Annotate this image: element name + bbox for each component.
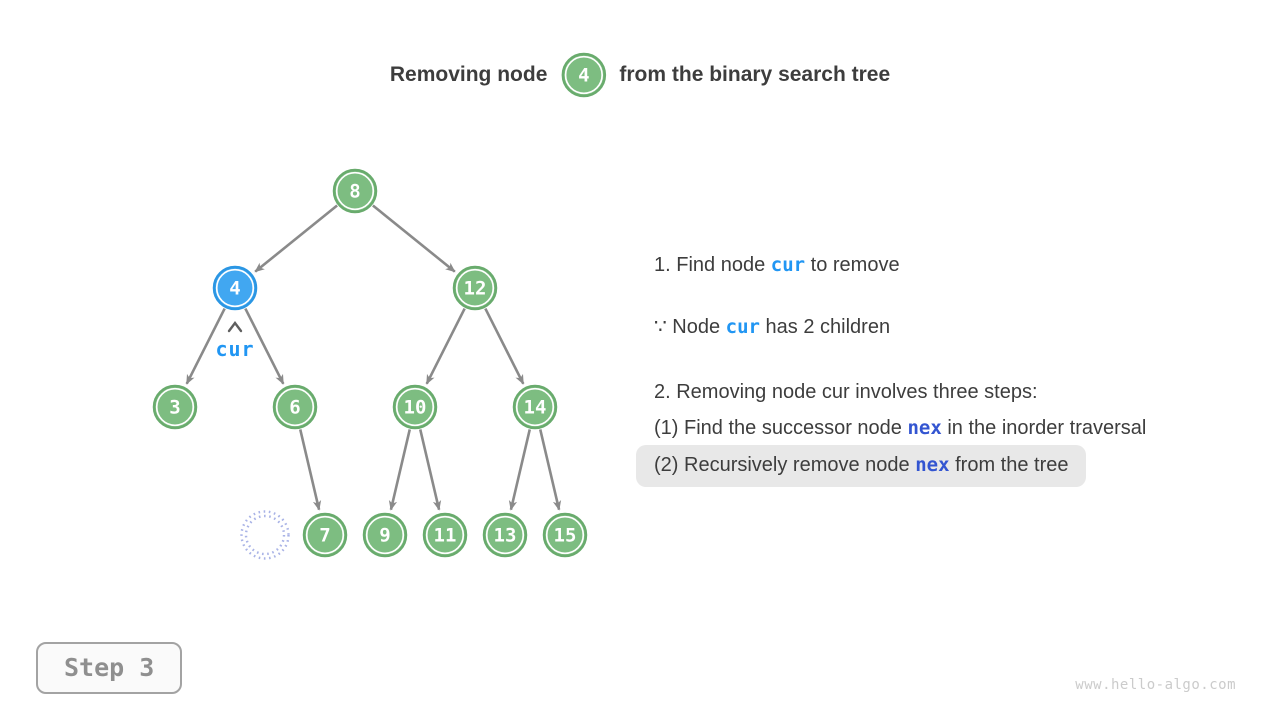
note-text: (2) Recursively remove node xyxy=(654,454,916,476)
cur-code-ref: cur xyxy=(770,254,806,276)
note-text: from the tree xyxy=(949,454,1069,476)
note-two-children: ∵ Node cur has 2 children xyxy=(654,314,890,340)
note-find-cur: 1. Find node cur to remove xyxy=(654,252,900,278)
tree-edge-10-9 xyxy=(388,429,412,511)
title-suffix: from the binary search tree xyxy=(619,63,891,86)
nex-code-ref: nex xyxy=(907,417,942,439)
note-three-steps: 2. Removing node cur involves three step… xyxy=(654,379,1038,405)
svg-text:3: 3 xyxy=(169,397,180,419)
tree-node-12: 12 xyxy=(452,265,498,311)
svg-text:14: 14 xyxy=(524,397,547,419)
svg-text:9: 9 xyxy=(379,525,390,547)
svg-text:6: 6 xyxy=(289,397,300,419)
tree-node-3: 3 xyxy=(152,384,198,430)
tree-edge-14-15 xyxy=(538,429,562,511)
binary-tree-diagram: 8 4 12 3 6 10 14 7 9 11 13 15 cur xyxy=(152,168,588,560)
page-title: Removing node 4 from the binary search t… xyxy=(390,52,890,98)
tree-node-4: 4 xyxy=(212,265,258,311)
ghost-node-placeholder xyxy=(240,510,290,560)
tree-node-9: 9 xyxy=(362,512,408,558)
nex-code-ref: nex xyxy=(915,454,950,476)
tree-node-15: 15 xyxy=(542,512,588,558)
svg-text:8: 8 xyxy=(349,181,360,203)
svg-text:4: 4 xyxy=(578,65,589,87)
title-node-icon: 4 xyxy=(561,52,606,98)
svg-text:10: 10 xyxy=(404,397,427,419)
step-badge: Step 3 xyxy=(36,642,183,694)
note-text: ∵ Node xyxy=(654,316,726,338)
tree-node-7: 7 xyxy=(302,512,348,558)
tree-edge-12-14 xyxy=(484,307,525,385)
svg-text:11: 11 xyxy=(434,525,457,547)
note-text: 1. Find node xyxy=(654,254,771,276)
note-text: to remove xyxy=(805,254,900,276)
tree-node-10: 10 xyxy=(392,384,438,430)
svg-text:13: 13 xyxy=(494,525,517,547)
tree-node-6: 6 xyxy=(272,384,318,430)
tree-edge-14-13 xyxy=(508,429,532,511)
tree-edge-10-11 xyxy=(418,429,442,511)
tree-node-8: 8 xyxy=(332,168,378,214)
ghost-node-placeholder xyxy=(244,514,286,556)
tree-edge-8-12 xyxy=(372,204,456,273)
note-text: 2. Removing node cur involves three step… xyxy=(654,381,1038,403)
tree-edge-6-7 xyxy=(298,429,322,511)
tree-node-11: 11 xyxy=(422,512,468,558)
svg-text:4: 4 xyxy=(229,278,240,300)
tree-edge-12-10 xyxy=(425,307,466,385)
note-text: has 2 children xyxy=(759,316,891,338)
note-step1: (1) Find the successor node nex in the i… xyxy=(654,415,1146,441)
tree-node-4: 4 xyxy=(561,52,606,98)
tree-node-13: 13 xyxy=(482,512,528,558)
svg-text:12: 12 xyxy=(464,278,487,300)
cur-code-ref: cur xyxy=(725,316,760,338)
step-badge-label: Step 3 xyxy=(64,653,155,682)
cur-pointer-caret-icon xyxy=(227,321,243,333)
tree-edge-4-3 xyxy=(185,307,226,385)
tree-node-14: 14 xyxy=(512,384,558,430)
title-prefix: Removing node xyxy=(389,63,548,86)
cur-pointer-label: cur xyxy=(215,337,254,361)
tree-edge-8-4 xyxy=(254,204,338,273)
note-text: in the inorder traversal xyxy=(941,417,1147,439)
svg-text:7: 7 xyxy=(319,525,330,547)
note-step2-highlighted: (2) Recursively remove node nex from the… xyxy=(636,445,1087,487)
note-text: (1) Find the successor node xyxy=(654,417,908,439)
tree-edge-4-6 xyxy=(244,307,285,385)
svg-text:15: 15 xyxy=(554,525,577,547)
watermark: www.hello-algo.com xyxy=(1075,677,1236,693)
